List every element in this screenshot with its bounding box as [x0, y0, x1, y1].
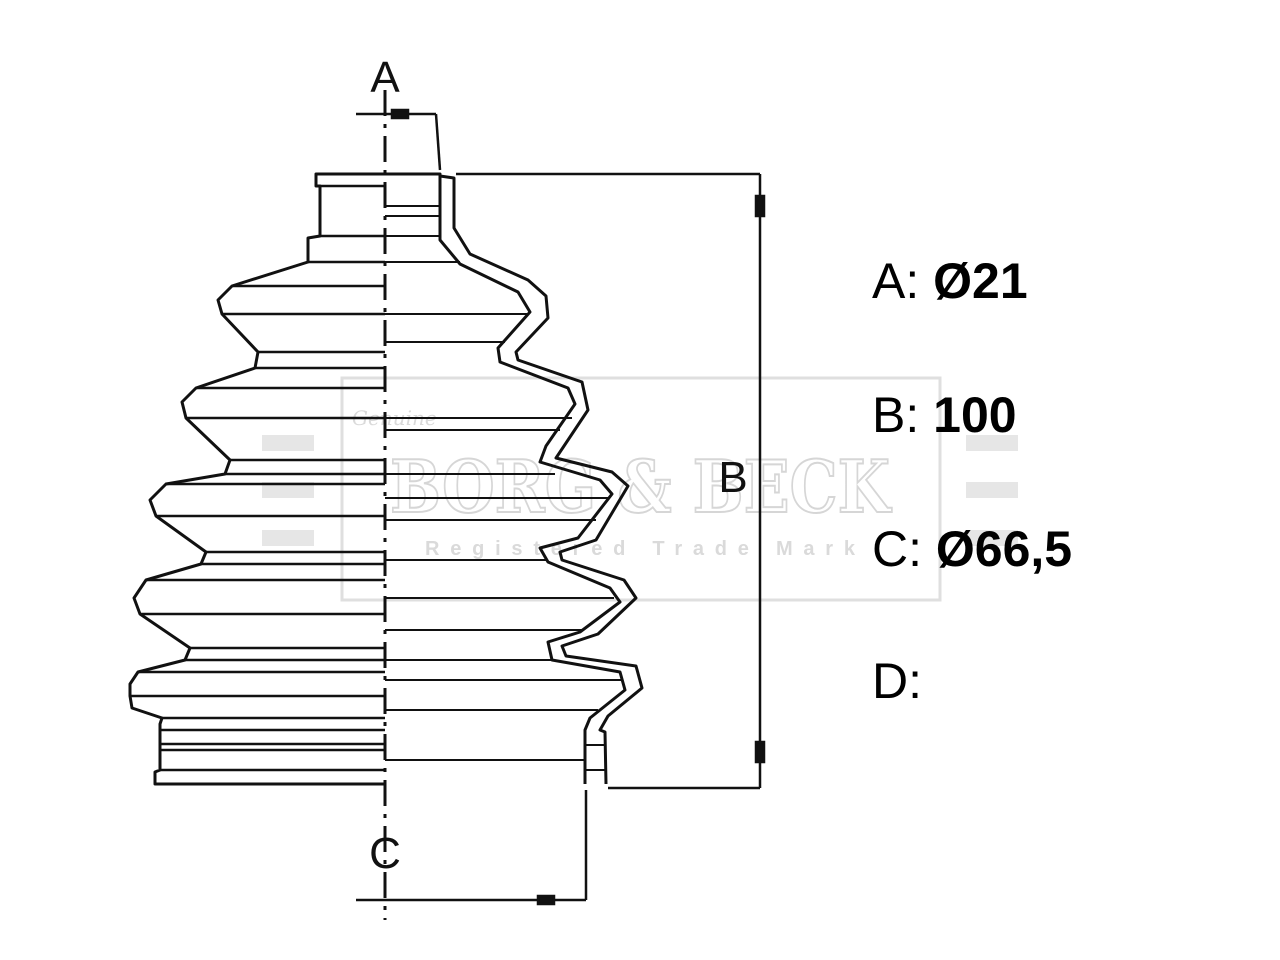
- watermark-frame: [340, 376, 942, 602]
- boot-section-outer: [439, 174, 644, 785]
- watermark-bar-right: [966, 530, 1018, 546]
- watermark-bar-right: [966, 482, 1018, 498]
- spec-b-key: B:: [872, 387, 920, 443]
- watermark-bar-left: [262, 530, 314, 546]
- boot-section-inner: [385, 172, 627, 784]
- spec-a-key: A:: [872, 253, 920, 309]
- watermark-brand: BORG & BECK: [390, 444, 892, 529]
- spec-b-value: 100: [933, 387, 1017, 443]
- dimension-c-label: C: [369, 829, 401, 878]
- spec-c-key: C:: [872, 521, 922, 577]
- boot-section-hatching: [385, 205, 622, 771]
- spec-d-key: D:: [872, 653, 922, 709]
- watermark-bar-right: [966, 435, 1018, 451]
- spec-a: A: Ø21: [872, 256, 1028, 306]
- watermark-tagline: Registered Trade Mark: [425, 538, 856, 560]
- boot-left-silhouette: [128, 172, 385, 786]
- dimension-c: [356, 790, 588, 906]
- spec-c: C: Ø66,5: [872, 524, 1072, 574]
- watermark-bar-left: [262, 435, 314, 451]
- spec-d: D:: [872, 656, 922, 706]
- dimension-b: [456, 172, 766, 790]
- dimension-a: [356, 108, 442, 171]
- dimension-b-label: B: [718, 453, 747, 502]
- spec-b: B: 100: [872, 390, 1017, 440]
- dimension-a-label: A: [370, 53, 400, 102]
- spec-c-value: Ø66,5: [935, 521, 1073, 577]
- watermark-bar-left: [262, 482, 314, 498]
- spec-a-value: Ø21: [933, 253, 1028, 309]
- boot-left-fold-lines: [130, 184, 385, 772]
